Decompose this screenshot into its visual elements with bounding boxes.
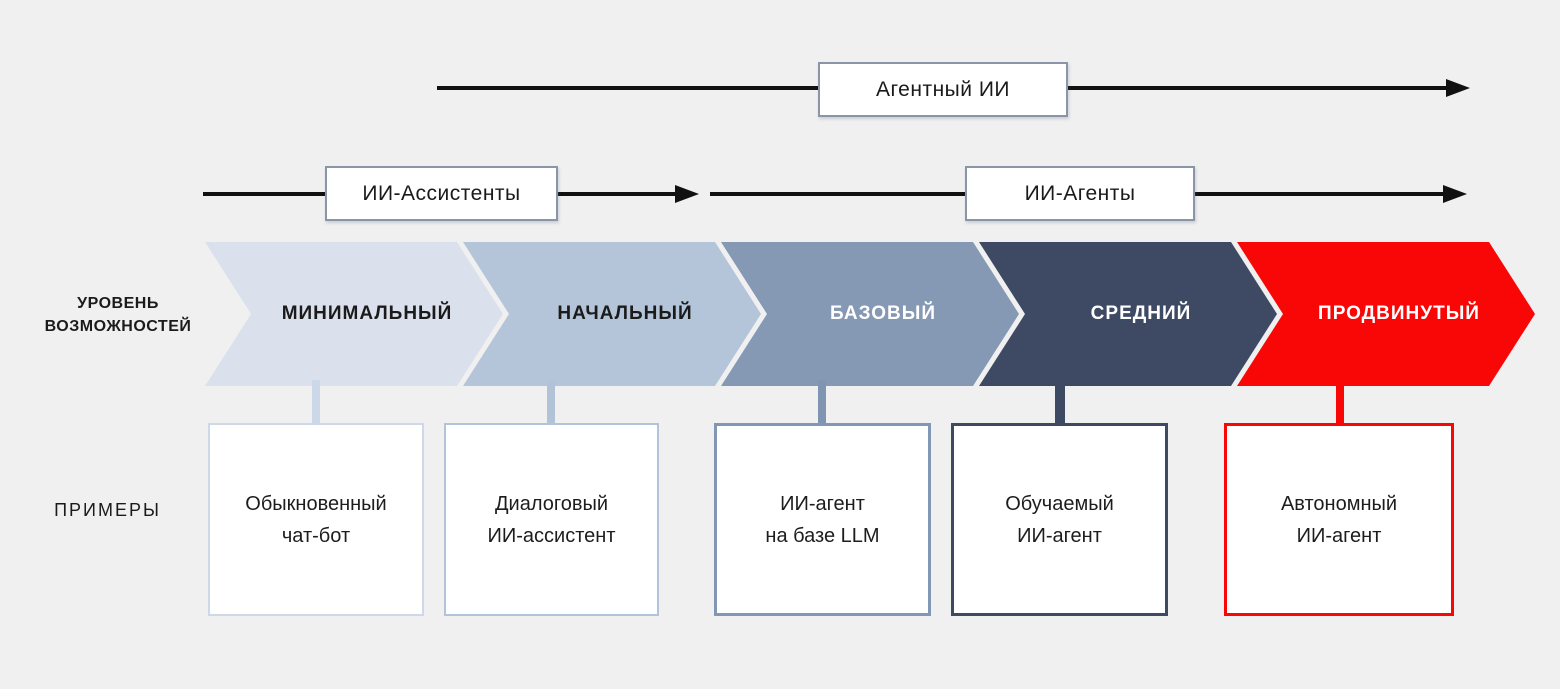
chevron-level-minimal (198, 238, 508, 390)
ai-agents-label-box: ИИ-Агенты (965, 166, 1195, 221)
example-box-chatbot: Обыкновенный чат-бот (208, 423, 424, 616)
agents-timeline-arrowhead-icon (1443, 185, 1467, 203)
ai-assistants-label: ИИ-Ассистенты (362, 181, 521, 205)
connector-stem-intermediate (1055, 380, 1065, 425)
example-text-line2: ИИ-агент (1017, 524, 1102, 547)
ai-assistants-label-box: ИИ-Ассистенты (325, 166, 558, 221)
connector-stem-basic (818, 380, 826, 425)
connector-stem-advanced (1336, 380, 1344, 425)
example-box-llm-agent: ИИ-агент на базе LLM (714, 423, 931, 616)
capability-label-line2: ВОЗМОЖНОСТЕЙ (44, 318, 192, 336)
chevron-level-intermediate (972, 238, 1282, 390)
ai-agents-label: ИИ-Агенты (1024, 181, 1136, 205)
example-box-dialog-assistant: Диалоговый ИИ-ассистент (444, 423, 659, 616)
assistants-timeline-arrowhead-icon (675, 185, 699, 203)
example-text-line1: Обучаемый (1005, 492, 1114, 515)
example-box-autonomous-agent: Автономный ИИ-агент (1224, 423, 1454, 616)
example-text-line2: ИИ-ассистент (487, 524, 616, 547)
connector-stem-initial (547, 380, 555, 425)
example-text-line1: Обыкновенный (245, 492, 387, 515)
capability-level-axis-label: УРОВЕНЬ ВОЗМОЖНОСТЕЙ (20, 292, 216, 338)
example-text-line1: ИИ-агент (780, 492, 865, 515)
agentic-ai-label-box: Агентный ИИ (818, 62, 1068, 117)
example-text-line1: Диалоговый (494, 492, 608, 515)
agentic-ai-label: Агентный ИИ (875, 77, 1011, 101)
agentic-timeline-arrowhead-icon (1446, 79, 1470, 97)
chevron-level-advanced (1230, 238, 1540, 390)
example-text-line1: Автономный (1280, 492, 1398, 515)
example-text-line2: чат-бот (281, 524, 351, 547)
chevron-level-basic (714, 238, 1024, 390)
chevron-level-initial (456, 238, 766, 390)
example-text-line2: ИИ-агент (1296, 524, 1382, 547)
example-text-line2: на базе LLM (765, 524, 880, 547)
capability-label-line1: УРОВЕНЬ (77, 295, 159, 312)
examples-axis-label: ПРИМЕРЫ (54, 500, 161, 520)
example-box-trainable-agent: Обучаемый ИИ-агент (951, 423, 1168, 616)
connector-stem-minimal (312, 380, 320, 425)
